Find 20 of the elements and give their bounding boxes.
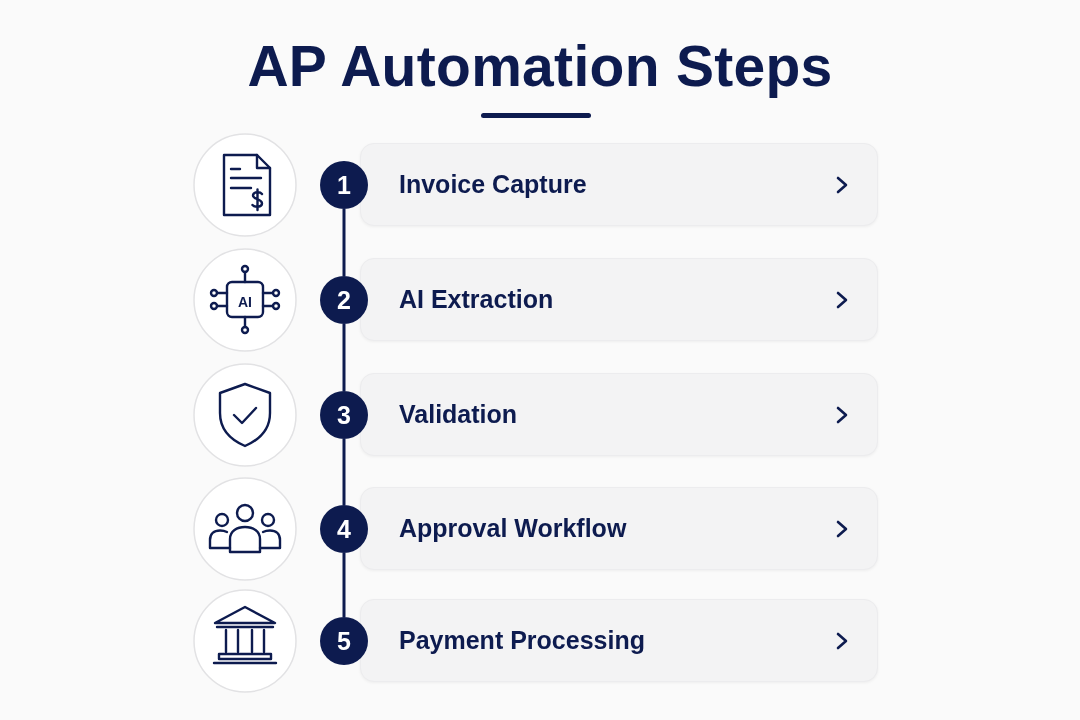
- step-title: AI Extraction: [399, 285, 554, 314]
- step-number-badge: 3: [320, 391, 368, 439]
- step-card: [360, 599, 878, 682]
- connector-line: [342, 553, 346, 617]
- connector-line: [342, 209, 346, 276]
- step-card: [360, 143, 878, 226]
- step-card: [360, 373, 878, 456]
- step-card: [360, 487, 878, 570]
- step-title: Validation: [399, 400, 518, 429]
- chip-label: AI: [238, 295, 252, 309]
- step-number-badge: 1: [320, 161, 368, 209]
- step-title: Invoice Capture: [399, 170, 587, 199]
- step-title: Approval Workflow: [399, 514, 627, 543]
- connector-line: [342, 439, 346, 505]
- step-number-badge: 2: [320, 276, 368, 324]
- step-number-badge: 5: [320, 617, 368, 665]
- step-card: [360, 258, 878, 341]
- connector-line: [342, 324, 346, 391]
- step-title: Payment Processing: [399, 626, 645, 655]
- step-number-badge: 4: [320, 505, 368, 553]
